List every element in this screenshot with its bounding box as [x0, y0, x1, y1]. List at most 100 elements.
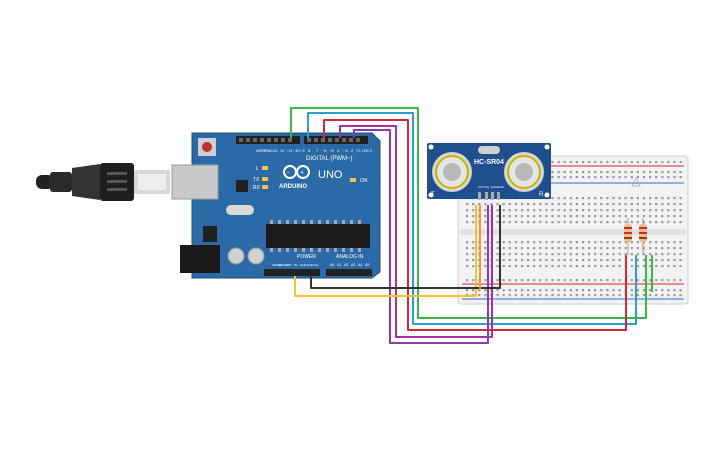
breadboard-hole[interactable]	[545, 259, 548, 262]
breadboard-hole[interactable]	[527, 247, 530, 250]
wire-red[interactable]	[323, 119, 627, 331]
breadboard-hole[interactable]	[630, 289, 633, 292]
breadboard-hole[interactable]	[624, 176, 627, 179]
breadboard-hole[interactable]	[649, 253, 652, 256]
breadboard-hole[interactable]	[673, 215, 676, 218]
breadboard-hole[interactable]	[630, 279, 633, 282]
breadboard-hole[interactable]	[563, 241, 566, 244]
breadboard-hole[interactable]	[606, 247, 609, 250]
breadboard-hole[interactable]	[527, 289, 530, 292]
breadboard-hole[interactable]	[612, 265, 615, 268]
breadboard-hole[interactable]	[539, 203, 542, 206]
reset-button-icon[interactable]	[198, 138, 216, 156]
breadboard-hole[interactable]	[649, 241, 652, 244]
breadboard-hole[interactable]	[533, 289, 536, 292]
breadboard-hole[interactable]	[533, 241, 536, 244]
breadboard-hole[interactable]	[520, 221, 524, 224]
breadboard-hole[interactable]	[649, 171, 652, 174]
breadboard-hole[interactable]	[569, 221, 572, 224]
breadboard-hole[interactable]	[575, 294, 578, 297]
breadboard-hole[interactable]	[545, 221, 548, 224]
breadboard-hole[interactable]	[655, 279, 658, 282]
breadboard-hole[interactable]	[606, 203, 609, 206]
breadboard-hole[interactable]	[630, 171, 633, 174]
breadboard-hole[interactable]	[636, 265, 639, 268]
breadboard-hole[interactable]	[472, 203, 475, 206]
wire-black[interactable]	[310, 205, 501, 289]
breadboard-hole[interactable]	[502, 294, 505, 297]
breadboard-hole[interactable]	[679, 294, 682, 297]
breadboard-hole[interactable]	[667, 253, 670, 256]
breadboard-hole[interactable]	[655, 289, 658, 292]
breadboard-hole[interactable]	[661, 294, 664, 297]
breadboard-hole[interactable]	[569, 259, 572, 262]
breadboard-hole[interactable]	[490, 203, 493, 206]
breadboard-hole[interactable]	[667, 176, 670, 179]
breadboard-hole[interactable]	[563, 161, 566, 164]
breadboard-hole[interactable]	[618, 197, 621, 200]
breadboard-hole[interactable]	[557, 265, 560, 268]
breadboard-hole[interactable]	[539, 209, 542, 212]
breadboard-hole[interactable]	[649, 289, 652, 292]
breadboard-hole[interactable]	[502, 215, 505, 218]
breadboard-hole[interactable]	[642, 289, 646, 292]
breadboard-hole[interactable]	[673, 209, 676, 212]
breadboard-hole[interactable]	[575, 215, 578, 218]
breadboard-hole[interactable]	[667, 203, 670, 206]
breadboard-hole[interactable]	[581, 215, 585, 218]
breadboard-hole[interactable]	[575, 209, 578, 212]
breadboard-hole[interactable]	[594, 215, 597, 218]
breadboard-hole[interactable]	[673, 171, 676, 174]
breadboard-hole[interactable]	[539, 279, 542, 282]
breadboard-hole[interactable]	[520, 259, 524, 262]
breadboard-hole[interactable]	[618, 209, 621, 212]
breadboard-hole[interactable]	[514, 289, 517, 292]
breadboard-hole[interactable]	[679, 247, 682, 250]
breadboard-hole[interactable]	[484, 279, 487, 282]
breadboard-hole[interactable]	[527, 209, 530, 212]
breadboard-hole[interactable]	[575, 161, 578, 164]
breadboard-hole[interactable]	[655, 171, 658, 174]
wire-purple[interactable]	[353, 129, 489, 344]
breadboard-hole[interactable]	[673, 253, 676, 256]
breadboard-hole[interactable]	[472, 259, 475, 262]
breadboard-hole[interactable]	[569, 171, 572, 174]
breadboard-hole[interactable]	[588, 209, 591, 212]
breadboard-hole[interactable]	[502, 209, 505, 212]
breadboard-hole[interactable]	[563, 259, 566, 262]
breadboard-hole[interactable]	[588, 289, 591, 292]
breadboard-hole[interactable]	[575, 247, 578, 250]
breadboard-hole[interactable]	[636, 197, 639, 200]
breadboard-hole[interactable]	[667, 215, 670, 218]
hc-sr04-sensor[interactable]: HC-SR04 T R VCC Trig Echo GND	[427, 143, 551, 200]
breadboard-hole[interactable]	[545, 203, 548, 206]
breadboard-hole[interactable]	[575, 197, 578, 200]
breadboard-hole[interactable]	[527, 294, 530, 297]
breadboard-hole[interactable]	[655, 259, 658, 262]
breadboard-hole[interactable]	[520, 215, 524, 218]
breadboard-hole[interactable]	[466, 247, 469, 250]
breadboard-hole[interactable]	[539, 215, 542, 218]
breadboard-hole[interactable]	[618, 247, 621, 250]
breadboard-hole[interactable]	[484, 259, 487, 262]
breadboard-hole[interactable]	[527, 253, 530, 256]
breadboard-hole[interactable]	[563, 221, 566, 224]
breadboard-hole[interactable]	[612, 215, 615, 218]
breadboard-hole[interactable]	[679, 203, 682, 206]
breadboard-hole[interactable]	[612, 197, 615, 200]
breadboard-hole[interactable]	[551, 171, 554, 174]
breadboard-hole[interactable]	[581, 279, 585, 282]
breadboard-hole[interactable]	[624, 241, 627, 244]
breadboard-hole[interactable]	[673, 176, 676, 179]
breadboard-hole[interactable]	[630, 294, 633, 297]
breadboard-hole[interactable]	[508, 241, 511, 244]
breadboard-hole[interactable]	[478, 294, 481, 297]
breadboard-hole[interactable]	[502, 259, 505, 262]
breadboard-hole[interactable]	[569, 215, 572, 218]
breadboard-hole[interactable]	[472, 247, 475, 250]
breadboard-hole[interactable]	[594, 209, 597, 212]
breadboard-hole[interactable]	[520, 203, 524, 206]
breadboard-hole[interactable]	[630, 259, 633, 262]
breadboard-hole[interactable]	[642, 176, 646, 179]
breadboard-hole[interactable]	[563, 171, 566, 174]
